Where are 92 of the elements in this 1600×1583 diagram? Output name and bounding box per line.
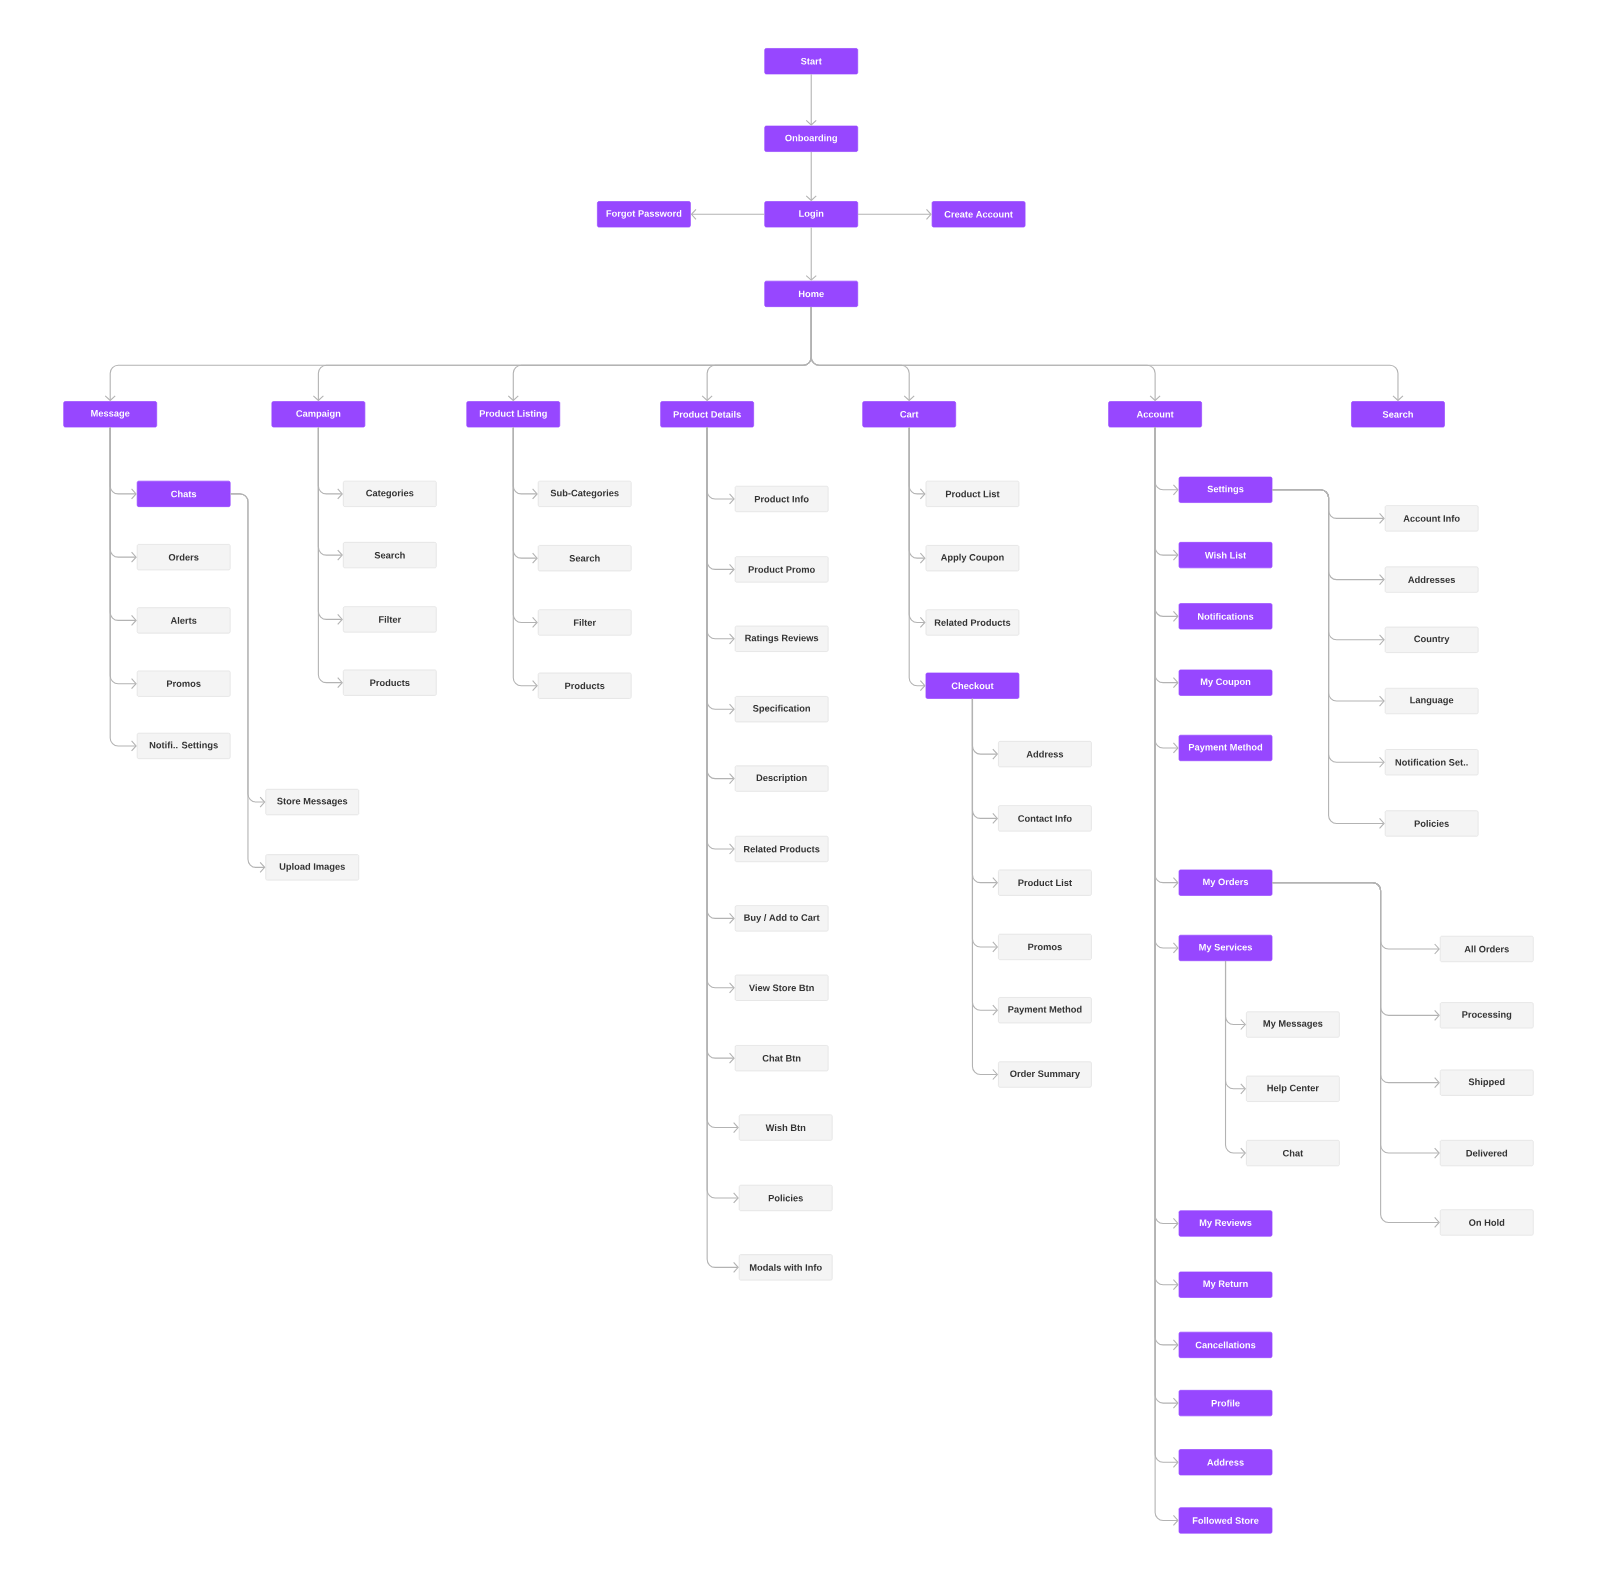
- arrow: [971, 698, 999, 1081]
- section-box: Country: [1384, 626, 1479, 653]
- section-box: Address: [998, 741, 1092, 768]
- section-box: Processing: [1439, 1002, 1534, 1029]
- section-box: Payment Method: [998, 997, 1092, 1024]
- section-box: Wish Btn: [738, 1114, 833, 1141]
- section-box: Ratings Reviews: [734, 625, 829, 652]
- page-box: Home: [764, 280, 859, 307]
- page-box: Create Account: [931, 201, 1026, 228]
- section-box: Product List: [998, 869, 1092, 896]
- section-box: Account Info: [1384, 505, 1479, 532]
- arrow: [805, 73, 817, 126]
- section-box: Notification Set..: [1384, 749, 1479, 776]
- section-box: Modals with Info: [738, 1254, 833, 1281]
- section-box: Notifi.. Settings: [136, 732, 231, 760]
- section-box: Sub-Categories: [537, 480, 632, 507]
- section-box: Orders: [136, 544, 231, 571]
- page-box: My Orders: [1178, 869, 1273, 896]
- page-box: Product Details: [660, 401, 754, 428]
- section-box: Categories: [342, 480, 437, 507]
- section-box: Chat Btn: [734, 1045, 829, 1072]
- page-box: Product Listing: [466, 401, 561, 428]
- section-box: Filter: [537, 609, 632, 636]
- page-box: Login: [764, 201, 859, 228]
- page-box: Account: [1108, 401, 1202, 428]
- page-box: Chats: [136, 480, 231, 507]
- page-box: Campaign: [271, 401, 366, 428]
- section-box: Search: [342, 542, 437, 569]
- arrow: [805, 226, 817, 281]
- arrow: [1271, 489, 1385, 830]
- section-box: Order Summary: [998, 1061, 1092, 1088]
- page-box: Onboarding: [764, 125, 859, 152]
- page-box: Payment Method: [1178, 734, 1273, 762]
- page-box: My Reviews: [1178, 1210, 1273, 1237]
- section-box: Contact Info: [998, 805, 1092, 832]
- section-box: Products: [342, 669, 437, 696]
- section-box: Product Info: [734, 485, 829, 513]
- arrow: [690, 208, 765, 220]
- arrow: [1271, 882, 1440, 1228]
- page-box: Profile: [1178, 1390, 1273, 1417]
- section-box: Description: [734, 765, 829, 792]
- section-box: View Store Btn: [734, 974, 829, 1001]
- section-box: Product Promo: [734, 556, 829, 583]
- section-box: Product List: [925, 480, 1020, 507]
- section-box: Promos: [136, 670, 231, 697]
- section-box: Help Center: [1246, 1075, 1340, 1102]
- page-box: Wish List: [1178, 542, 1273, 569]
- section-box: Store Messages: [265, 788, 360, 816]
- page-box: Notifications: [1178, 603, 1273, 630]
- section-box: On Hold: [1439, 1209, 1534, 1236]
- page-box: Settings: [1178, 476, 1273, 503]
- section-box: All Orders: [1439, 935, 1534, 963]
- arrow: [810, 306, 1404, 402]
- arrow: [908, 426, 926, 692]
- section-box: Policies: [738, 1184, 833, 1212]
- section-box: Products: [537, 672, 632, 699]
- page-box: Search: [1351, 401, 1445, 428]
- section-box: Chat: [1246, 1140, 1340, 1167]
- page-box: Cancellations: [1178, 1331, 1273, 1358]
- section-box: Delivered: [1439, 1140, 1534, 1167]
- arrow: [109, 426, 137, 752]
- section-box: Related Products: [925, 609, 1020, 636]
- page-box: Message: [63, 401, 158, 428]
- section-box: Shipped: [1439, 1069, 1534, 1096]
- arrow: [1224, 960, 1247, 1159]
- page-box: Cart: [862, 401, 957, 428]
- page-box: My Services: [1178, 934, 1273, 962]
- arrow: [229, 493, 266, 873]
- page-box: Followed Store: [1178, 1507, 1273, 1534]
- section-box: Filter: [342, 606, 437, 633]
- page-box: Forgot Password: [597, 201, 691, 228]
- section-box: Search: [537, 545, 632, 572]
- page-box: My Return: [1178, 1271, 1273, 1298]
- section-box: Buy / Add to Cart: [734, 905, 829, 932]
- section-box: Promos: [998, 933, 1092, 961]
- arrow: [805, 151, 817, 202]
- section-box: Specification: [734, 696, 829, 723]
- section-box: Addresses: [1384, 566, 1479, 593]
- arrow: [317, 426, 343, 689]
- section-box: Apply Coupon: [925, 545, 1020, 572]
- section-box: Related Products: [734, 835, 829, 863]
- arrow: [857, 208, 932, 220]
- section-box: Language: [1384, 687, 1479, 715]
- page-box: Checkout: [925, 672, 1020, 699]
- page-box: Address: [1178, 1449, 1273, 1476]
- section-box: My Messages: [1246, 1011, 1340, 1038]
- page-box: Start: [764, 48, 859, 75]
- section-box: Policies: [1384, 810, 1479, 837]
- section-box: Alerts: [136, 607, 231, 634]
- page-box: My Coupon: [1178, 669, 1273, 696]
- section-box: Upload Images: [265, 854, 360, 881]
- arrow: [512, 426, 538, 692]
